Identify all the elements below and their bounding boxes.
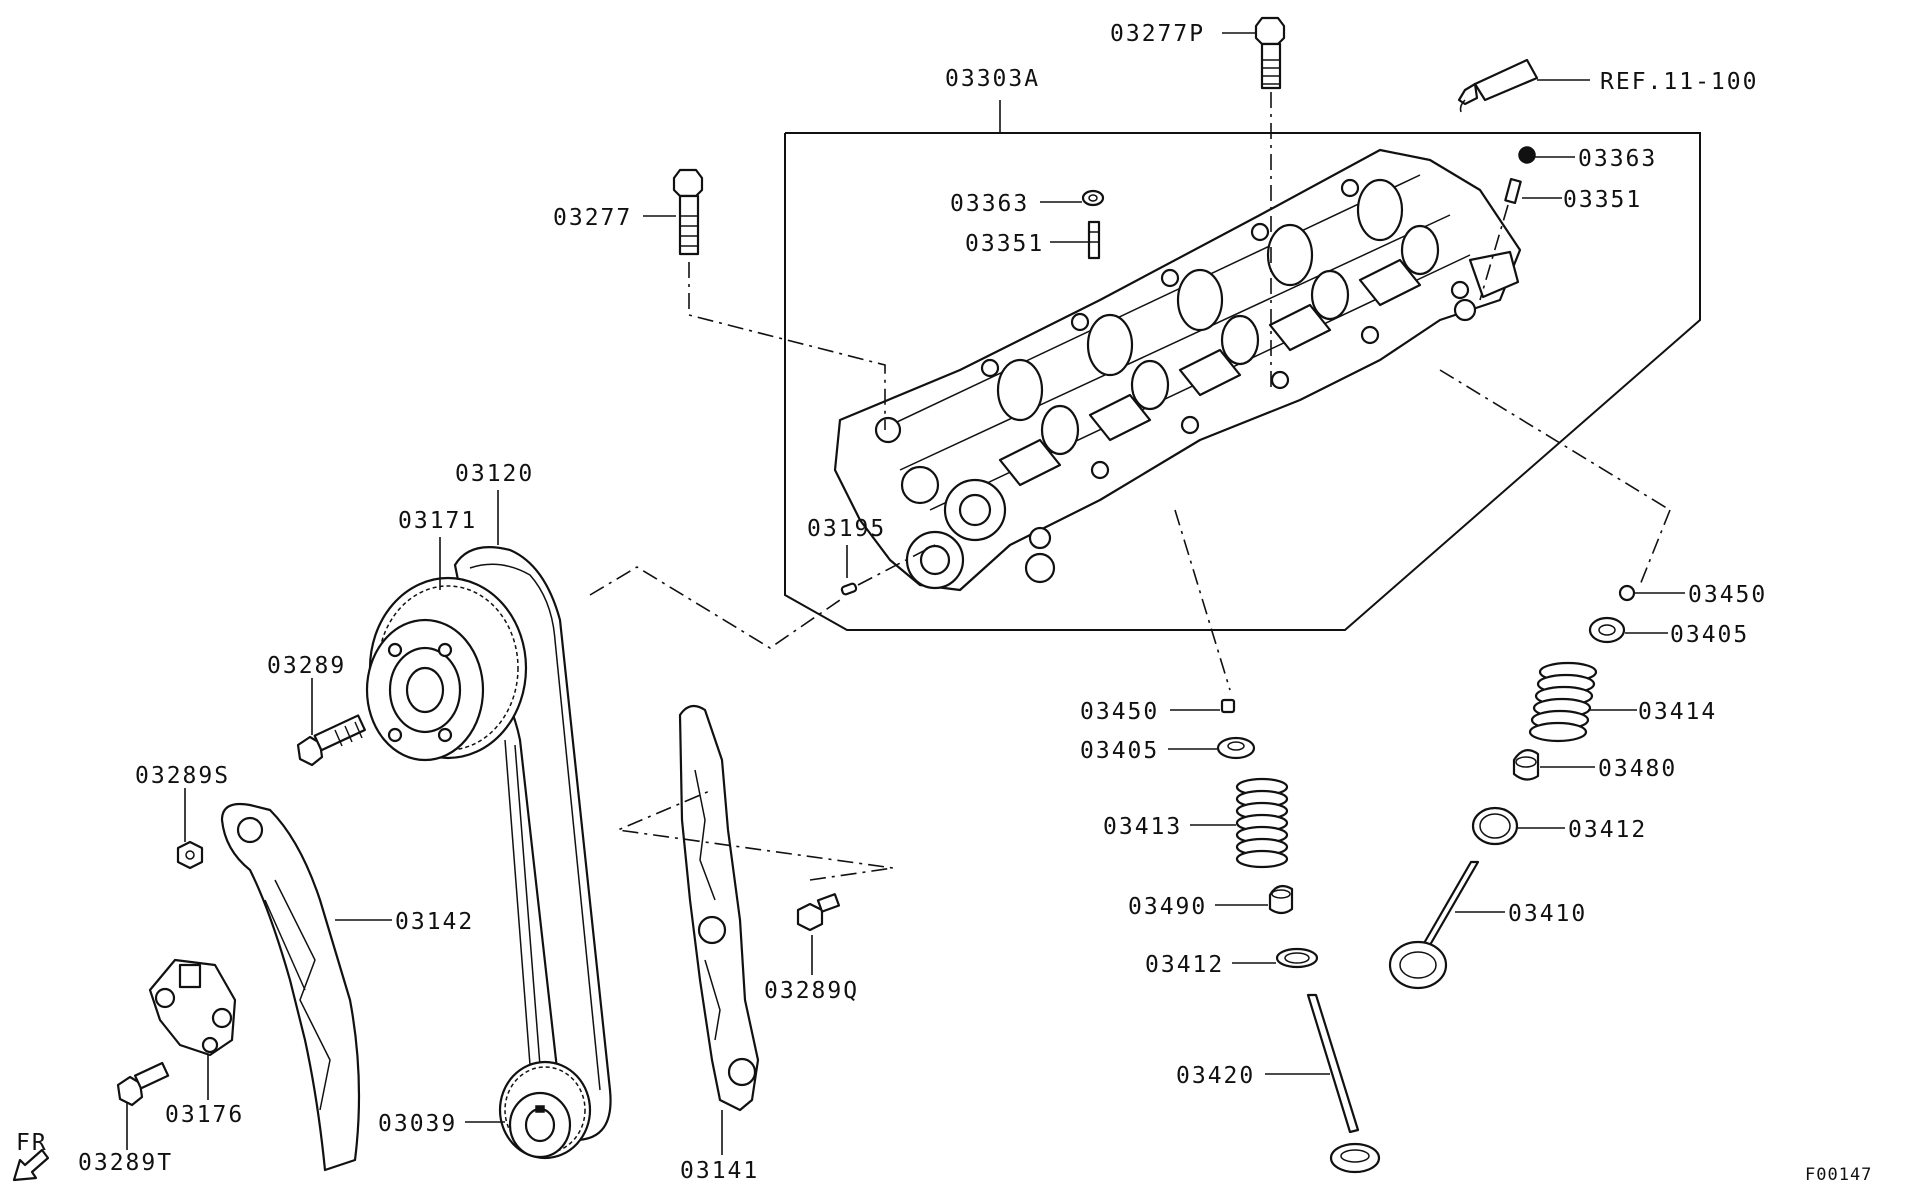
label-03420: 03420	[1176, 1063, 1255, 1089]
label-03289t: 03289T	[78, 1150, 173, 1176]
label-03289: 03289	[267, 653, 346, 679]
label-03405-right: 03405	[1670, 622, 1749, 648]
part-03289t-bolt	[116, 1061, 170, 1107]
label-03351-top: 03351	[1563, 187, 1642, 213]
part-03480-valve-seal	[1512, 749, 1540, 781]
part-03363-plug-right	[1518, 146, 1536, 164]
label-03405-left: 03405	[1080, 738, 1159, 764]
part-03277-bolt	[672, 168, 886, 430]
part-03414-valve-spring	[1528, 661, 1598, 743]
part-03351-pin-mid	[1087, 220, 1101, 260]
label-03480: 03480	[1598, 756, 1677, 782]
label-03171: 03171	[398, 508, 477, 534]
part-03413-valve-spring	[1235, 777, 1289, 869]
part-03039-crank-sprocket	[498, 1060, 592, 1160]
part-03405-retainer-right	[1588, 616, 1626, 644]
part-03450-lash-adjuster-right	[1618, 584, 1636, 602]
label-03289s: 03289S	[135, 763, 230, 789]
label-03450-right: 03450	[1688, 582, 1767, 608]
label-03363-mid: 03363	[950, 191, 1029, 217]
part-03171-cam-sprocket	[365, 576, 528, 762]
assembly-box-03303a	[784, 100, 1701, 631]
part-03450-lash-adjuster-left	[1220, 698, 1236, 714]
part-03351-pin-right	[1479, 177, 1522, 301]
camshaft-rocker-assembly	[833, 148, 1522, 592]
part-03289-bolt	[296, 714, 366, 767]
part-03420-exhaust-valve	[1306, 993, 1381, 1174]
label-03351-mid: 03351	[965, 231, 1044, 257]
label-03176: 03176	[165, 1102, 244, 1128]
part-03289s-nut	[176, 840, 204, 870]
label-03412-right: 03412	[1568, 817, 1647, 843]
part-03405-retainer-left	[1216, 736, 1256, 760]
part-03363-plug-mid	[1081, 189, 1105, 207]
label-ref-11-100: REF.11-100	[1600, 69, 1758, 95]
label-03142: 03142	[395, 909, 474, 935]
part-03141-chain-guide	[678, 704, 760, 1112]
label-03277p: 03277P	[1110, 21, 1205, 47]
part-03277p-bolt	[1254, 16, 1286, 390]
label-03450-left: 03450	[1080, 699, 1159, 725]
label-03363-top: 03363	[1578, 146, 1657, 172]
front-arrow-icon	[12, 1148, 50, 1182]
part-03142-tensioner-lever	[220, 802, 361, 1172]
part-03490-valve-seal	[1268, 884, 1294, 915]
label-03413: 03413	[1103, 814, 1182, 840]
part-03410-intake-valve	[1388, 860, 1480, 990]
label-03303a: 03303A	[945, 66, 1040, 92]
sealant-tube-icon	[1457, 58, 1539, 113]
part-03195-dowel	[840, 544, 936, 596]
part-03412-spring-seat-left	[1275, 947, 1319, 969]
label-03141: 03141	[680, 1158, 759, 1184]
label-03195: 03195	[807, 516, 886, 542]
label-03490: 03490	[1128, 894, 1207, 920]
label-03277: 03277	[553, 205, 632, 231]
label-03039: 03039	[378, 1111, 457, 1137]
figure-code: F00147	[1805, 1165, 1872, 1185]
part-03289q-bolt	[796, 893, 841, 932]
label-03414: 03414	[1638, 699, 1717, 725]
part-03412-spring-seat-right	[1471, 806, 1519, 846]
part-03176-chain-tensioner	[148, 958, 237, 1057]
label-03412-left: 03412	[1145, 952, 1224, 978]
label-fr: FR	[16, 1130, 48, 1156]
label-03289q: 03289Q	[764, 978, 859, 1004]
label-03120: 03120	[455, 461, 534, 487]
label-03410: 03410	[1508, 901, 1587, 927]
